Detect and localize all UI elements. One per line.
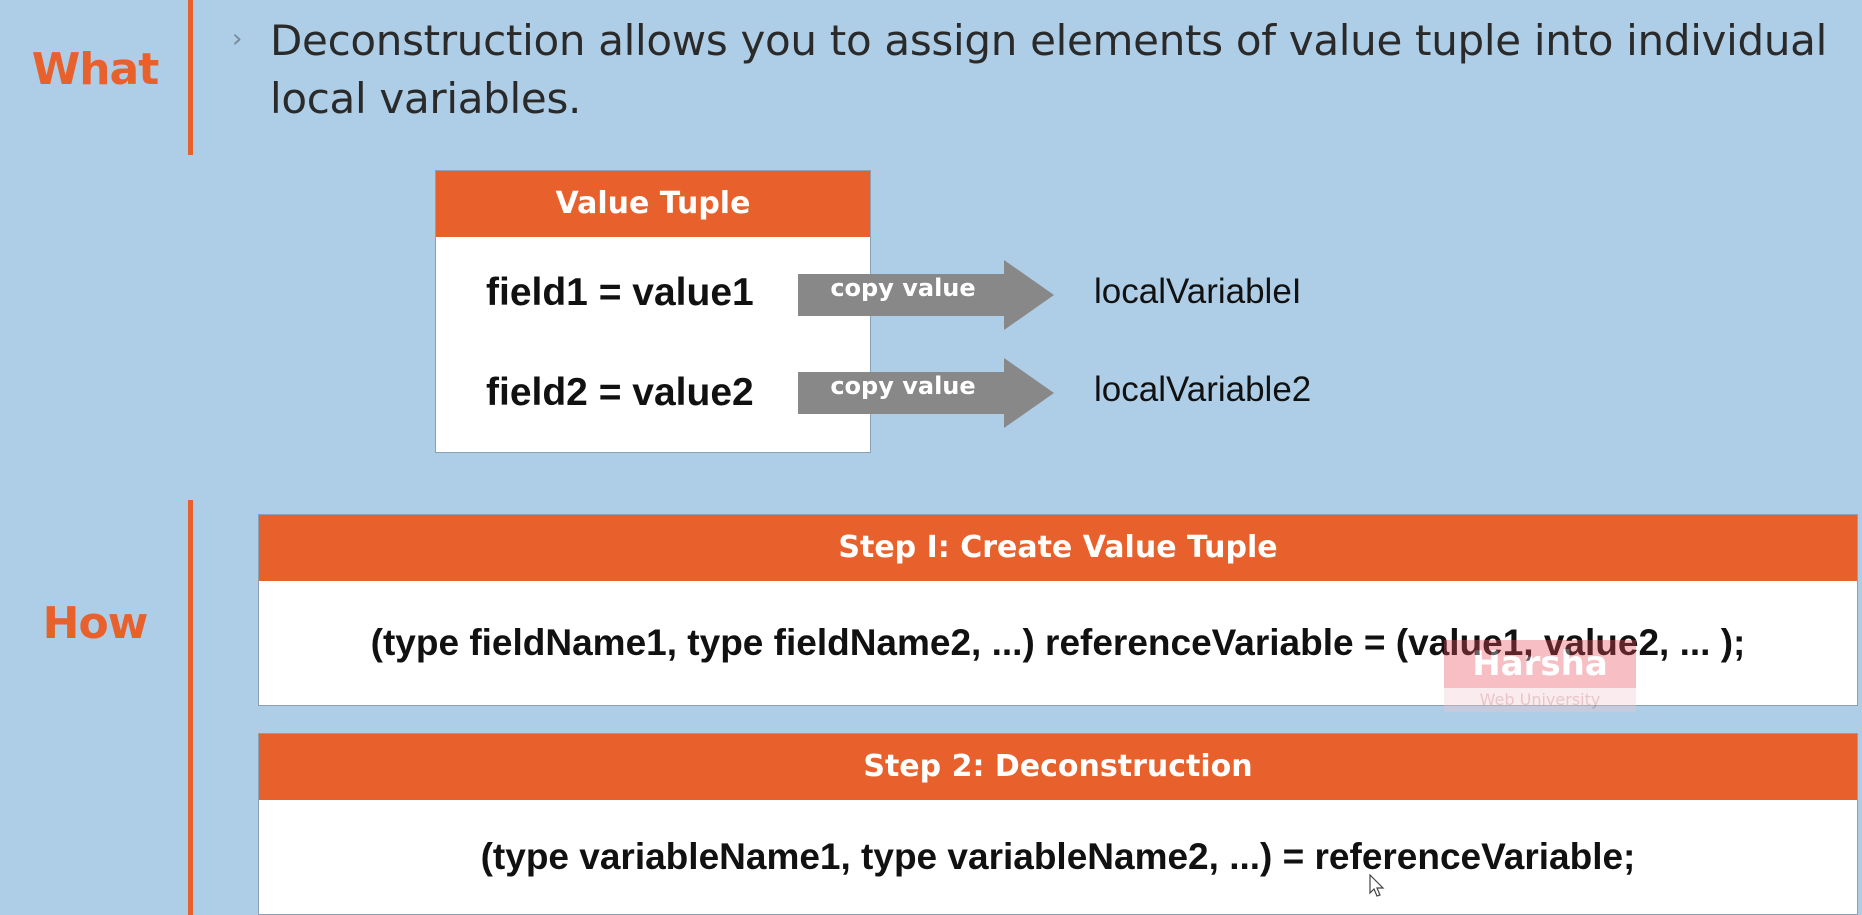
step-1-code: (type fieldName1, type fieldName2, ...) …	[370, 622, 1746, 663]
how-divider	[188, 500, 193, 915]
harsha-watermark-logo: Harsha Web University	[1444, 640, 1636, 712]
step-1-title: Step I: Create Value Tuple	[259, 515, 1857, 581]
copy-arrow-1: copy value	[798, 260, 1054, 330]
mouse-cursor-icon	[1369, 874, 1385, 897]
how-label: How	[42, 598, 149, 649]
step-2-box: Step 2: Deconstruction (type variableNam…	[258, 733, 1858, 915]
what-divider	[188, 0, 193, 155]
what-label: What	[31, 44, 160, 95]
value-tuple-title: Value Tuple	[436, 171, 870, 237]
field-row-2: field2 = value2	[486, 371, 754, 414]
watermark-brand: Harsha	[1444, 640, 1636, 688]
field-row-1: field1 = value1	[486, 271, 754, 314]
intro-text: Deconstruction allows you to assign elem…	[270, 16, 1827, 123]
step-2-code: (type variableName1, type variableName2,…	[480, 836, 1636, 877]
arrow-right-icon	[798, 260, 1054, 330]
bullet-chevron-icon: ›	[232, 24, 243, 54]
copy-arrow-2: copy value	[798, 358, 1054, 428]
copy-value-label-2: copy value	[830, 372, 976, 400]
arrow-right-icon	[798, 358, 1054, 428]
local-variable-2: localVariable2	[1094, 370, 1312, 409]
local-variable-1: localVariableI	[1094, 272, 1302, 311]
copy-value-label-1: copy value	[830, 274, 976, 302]
step-1-box: Step I: Create Value Tuple (type fieldNa…	[258, 514, 1858, 706]
watermark-sub: Web University	[1444, 688, 1636, 712]
step-2-title: Step 2: Deconstruction	[259, 734, 1857, 800]
